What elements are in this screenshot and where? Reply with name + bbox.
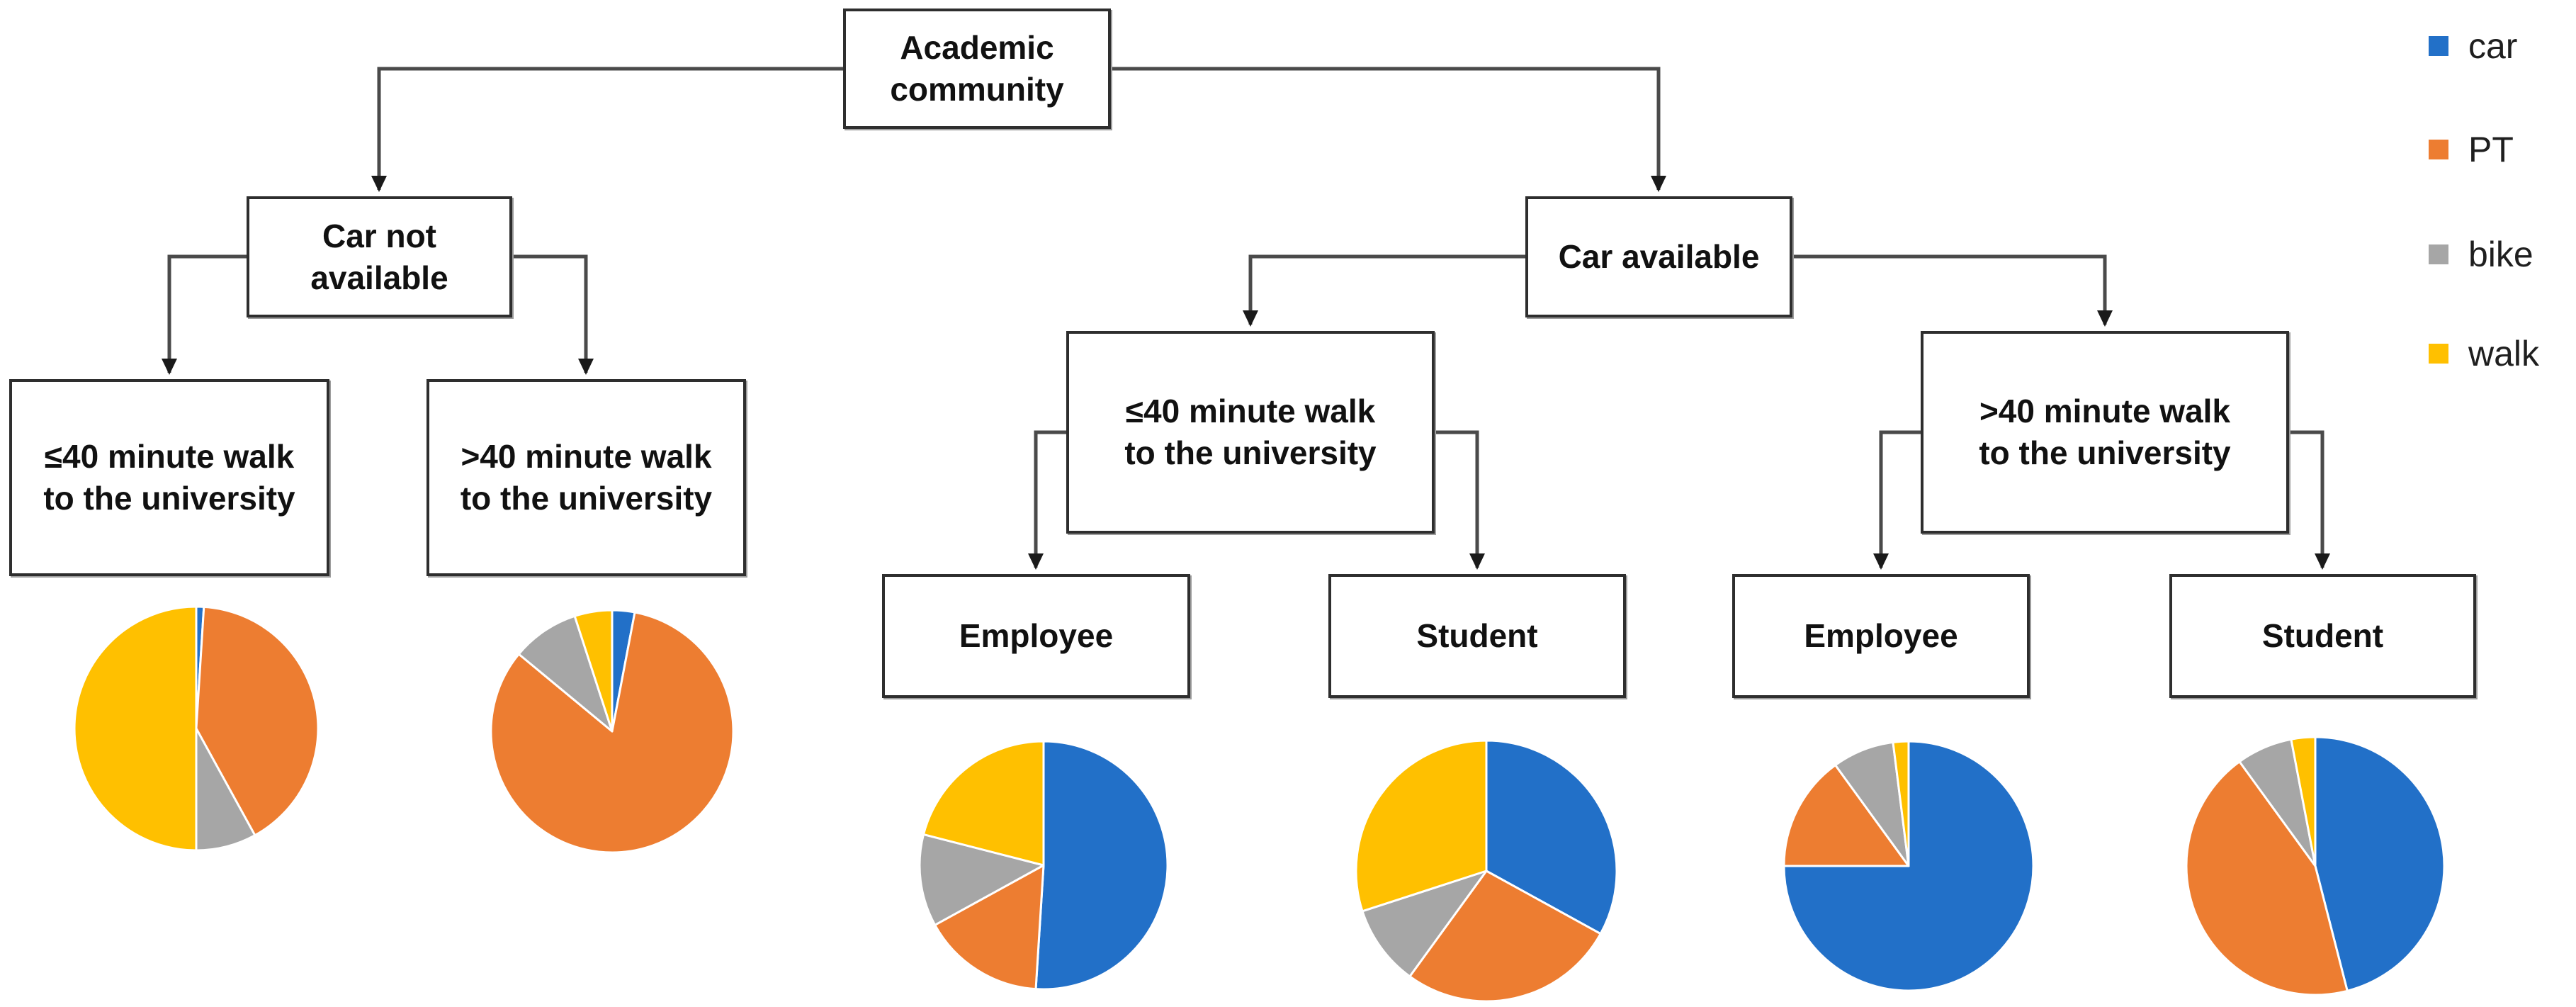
pie-student-gt40-car-slice-PT xyxy=(2185,760,2349,996)
legend-item-walk: walk xyxy=(2429,336,2539,371)
pie-employee-gt40-car-slice-bike xyxy=(1834,741,1910,867)
legend-item-pt: PT xyxy=(2429,132,2514,167)
node-gt40-walk-car: >40 minute walk to the university xyxy=(1921,331,2289,534)
legend-item-bike: bike xyxy=(2429,237,2533,272)
node-car-available: Car available xyxy=(1525,196,1792,317)
legend-label-walk: walk xyxy=(2468,334,2540,373)
node-car-not-available: Car not available xyxy=(247,196,512,317)
pie-le40-no-car-slice-walk xyxy=(73,605,198,852)
pie-employee-le40-car-slice-car xyxy=(1034,740,1169,991)
pie-student-le40-car xyxy=(1353,738,1620,1007)
legend-label-car: car xyxy=(2468,26,2518,66)
pie-gt40-no-car-slice-walk xyxy=(573,609,614,733)
node-gt40-walk-no-car: >40 minute walk to the university xyxy=(426,379,746,576)
node-employee-le40-car: Employee xyxy=(882,574,1190,698)
pie-student-le40-car-slice-car xyxy=(1485,739,1618,935)
pie-employee-le40-car xyxy=(917,738,1170,996)
node-le40-walk-car: ≤40 minute walk to the university xyxy=(1066,331,1435,534)
pie-gt40-no-car-slice-bike xyxy=(517,614,614,733)
pie-student-le40-car-slice-bike xyxy=(1361,870,1488,978)
pie-employee-gt40-car-slice-PT xyxy=(1783,764,1910,867)
pie-gt40-no-car xyxy=(488,607,736,859)
pt-swatch-icon xyxy=(2429,140,2448,159)
pie-employee-le40-car-slice-walk xyxy=(922,740,1045,867)
node-employee-gt40-car: Employee xyxy=(1732,574,2030,698)
pie-employee-le40-car-slice-bike xyxy=(918,833,1045,926)
walk-swatch-icon xyxy=(2429,344,2448,364)
legend-label-bike: bike xyxy=(2468,235,2533,274)
node-student-le40-car: Student xyxy=(1328,574,1626,698)
pie-employee-gt40-car-slice-walk xyxy=(1892,740,1910,867)
node-academic-community: Academic community xyxy=(843,9,1111,129)
pie-student-le40-car-slice-walk xyxy=(1355,739,1488,913)
node-student-gt40-car: Student xyxy=(2169,574,2476,698)
pie-employee-le40-car-slice-PT xyxy=(934,864,1045,991)
pie-student-gt40-car-slice-car xyxy=(2314,736,2446,992)
legend-label-pt: PT xyxy=(2468,130,2514,169)
pie-student-gt40-car-slice-walk xyxy=(2290,736,2317,867)
pie-le40-no-car xyxy=(72,604,321,857)
car-swatch-icon xyxy=(2429,36,2448,56)
node-le40-walk-no-car: ≤40 minute walk to the university xyxy=(9,379,329,576)
pie-student-gt40-car xyxy=(2184,734,2447,1001)
pie-student-le40-car-slice-PT xyxy=(1408,870,1602,1003)
legend-item-car: car xyxy=(2429,28,2517,64)
bike-swatch-icon xyxy=(2429,244,2448,264)
pie-employee-gt40-car xyxy=(1781,738,2036,997)
pie-le40-no-car-slice-PT xyxy=(195,605,320,837)
pie-employee-gt40-car-slice-car xyxy=(1783,740,2035,992)
